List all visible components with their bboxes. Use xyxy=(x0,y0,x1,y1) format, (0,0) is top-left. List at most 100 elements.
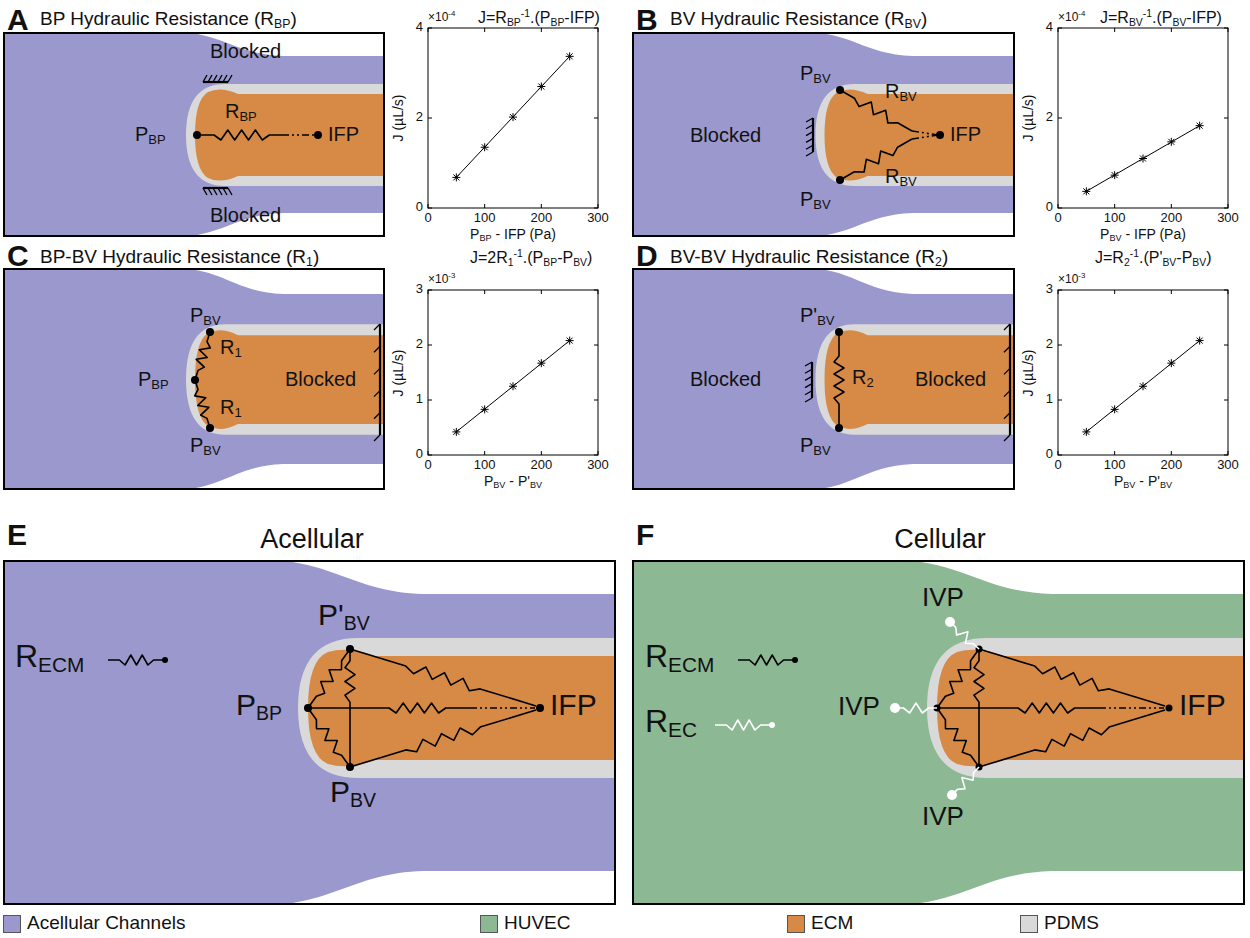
label-text: P xyxy=(236,688,256,721)
resistor-symbol xyxy=(195,332,210,380)
label: ×10-3 xyxy=(428,272,455,286)
panel-letter: A xyxy=(7,3,29,38)
label: J (µL/s) xyxy=(390,95,406,142)
label: IFP xyxy=(1179,688,1226,723)
label-text: .(P xyxy=(1152,9,1172,26)
label-text: -IFP) xyxy=(564,9,600,26)
label-text: P xyxy=(330,775,350,808)
resistor-symbol xyxy=(937,708,979,767)
wire xyxy=(1058,204,1059,208)
wire xyxy=(1112,172,1118,178)
wire xyxy=(1083,188,1089,194)
label-text: 100 xyxy=(1104,457,1126,472)
wire xyxy=(912,135,938,139)
wire xyxy=(1083,429,1089,435)
label: 2 xyxy=(1046,337,1053,352)
subscript: BP xyxy=(550,17,564,28)
label-text: R xyxy=(645,638,668,674)
wire xyxy=(1224,28,1228,29)
resistor-symbol xyxy=(834,332,844,428)
resistor-symbol xyxy=(197,130,282,140)
wire xyxy=(1004,368,1010,374)
subscript: BV xyxy=(899,174,916,189)
label: 3 xyxy=(1046,282,1053,297)
label: 0 xyxy=(1054,458,1061,473)
wire xyxy=(806,152,813,156)
wire xyxy=(805,369,812,373)
subscript: BV xyxy=(899,89,916,104)
wire xyxy=(1058,451,1059,455)
wire xyxy=(594,118,598,119)
label-text: J=R xyxy=(478,9,507,26)
label-text: 100 xyxy=(1104,210,1126,225)
wire xyxy=(203,187,228,189)
wire xyxy=(1228,451,1229,455)
wire xyxy=(1168,360,1174,366)
wire xyxy=(1058,28,1059,32)
label-text: 2 xyxy=(1046,336,1053,351)
channel-illustration xyxy=(3,268,385,490)
wire xyxy=(482,406,488,412)
resistor-symbol xyxy=(840,139,912,180)
label-text: P xyxy=(190,434,203,456)
wire xyxy=(1058,118,1062,119)
wire xyxy=(208,188,212,195)
label-text: 2 xyxy=(416,109,423,124)
panel-frame: EAcellular xyxy=(3,560,616,905)
label-text: 100 xyxy=(474,457,496,472)
label: P'BV xyxy=(800,304,835,329)
wire xyxy=(510,383,516,389)
node-dot xyxy=(936,131,944,139)
label-text: J (µL/s) xyxy=(390,95,406,142)
plot-frame xyxy=(1058,28,1228,208)
label-text: 0 xyxy=(416,199,423,214)
wire xyxy=(1228,28,1229,32)
label-text: R xyxy=(225,100,239,122)
label-text: ) xyxy=(942,246,948,267)
subscript: BV xyxy=(1160,480,1172,490)
resistor-symbol xyxy=(108,655,165,665)
channel-illustration xyxy=(632,560,1245,905)
label: 300 xyxy=(587,211,609,226)
subscript: BV xyxy=(1123,480,1135,490)
label-text: 1 xyxy=(416,391,423,406)
wire xyxy=(484,28,485,32)
node-dot xyxy=(890,703,900,713)
wire xyxy=(541,204,542,208)
label-text: IFP xyxy=(1179,688,1226,721)
wire-layer xyxy=(108,28,1228,800)
wire xyxy=(1058,290,1062,291)
label: Blocked xyxy=(690,124,761,147)
wire xyxy=(223,75,227,82)
wire xyxy=(811,362,813,398)
label-text: .(P xyxy=(530,9,550,26)
wire xyxy=(374,346,380,352)
superscript: -1 xyxy=(514,248,523,259)
label: Blocked xyxy=(690,368,761,391)
label-text: P xyxy=(138,368,151,390)
wire xyxy=(374,435,380,441)
legend-swatch xyxy=(3,915,21,933)
wire xyxy=(1171,451,1172,455)
wire xyxy=(1058,455,1062,456)
label: BP-BV Hydraulic Resistance (R1) xyxy=(40,246,319,269)
superscript: -3 xyxy=(1078,271,1085,280)
label: PBV xyxy=(190,434,221,459)
wire xyxy=(213,75,217,82)
wire xyxy=(598,204,599,208)
wire xyxy=(1058,400,1062,401)
label: J=RBV-1.(PBV-IFP) xyxy=(1100,8,1222,29)
subscript: BV xyxy=(350,789,376,811)
subscript: BV xyxy=(813,71,830,86)
legend-text: PDMS xyxy=(1044,912,1099,934)
wire xyxy=(428,290,432,291)
wire xyxy=(282,134,314,136)
label-text: 0 xyxy=(416,446,423,461)
label: RBV xyxy=(885,165,917,190)
node-dot xyxy=(346,645,354,653)
label-text: J=R xyxy=(1100,9,1129,26)
wire xyxy=(594,400,598,401)
wire xyxy=(1086,341,1199,432)
label: IVP xyxy=(922,583,964,613)
